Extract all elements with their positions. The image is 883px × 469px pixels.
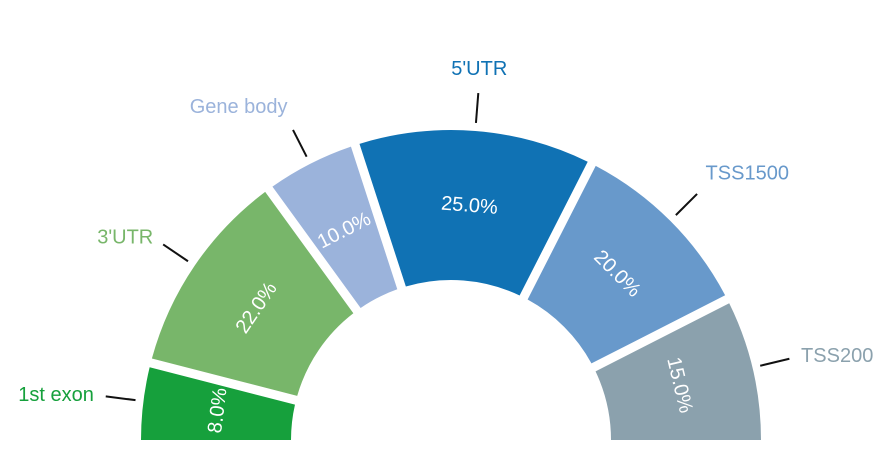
chart-leader-line-5: [675, 193, 698, 216]
chart-leader-line-1: [105, 395, 136, 402]
chart-leader-line-4: [474, 92, 480, 124]
chart-segment-1: [141, 367, 295, 440]
chart-category-label-5: TSS1500: [706, 162, 789, 184]
chart-leader-lines: [105, 92, 790, 402]
chart-segment-2: [151, 191, 354, 396]
chart-segment-5: [527, 165, 726, 364]
chart-category-label-1: 1st exon: [18, 384, 94, 406]
chart-category-label-4: 5'UTR: [451, 58, 507, 80]
chart-leader-line-2: [162, 243, 189, 263]
chart-segment-6: [595, 303, 761, 440]
chart-segment-3: [272, 146, 398, 308]
chart-category-label-6: TSS200: [801, 345, 873, 367]
chart-category-label-2: 3'UTR: [97, 227, 153, 249]
chart-segment-4: [359, 130, 588, 296]
chart-segments: [141, 130, 761, 440]
chart-value-label-4: 25.0%: [440, 193, 498, 219]
chart-leader-line-3: [292, 129, 308, 158]
chart-leader-line-6: [759, 357, 790, 367]
chart-category-label-3: Gene body: [190, 96, 288, 118]
